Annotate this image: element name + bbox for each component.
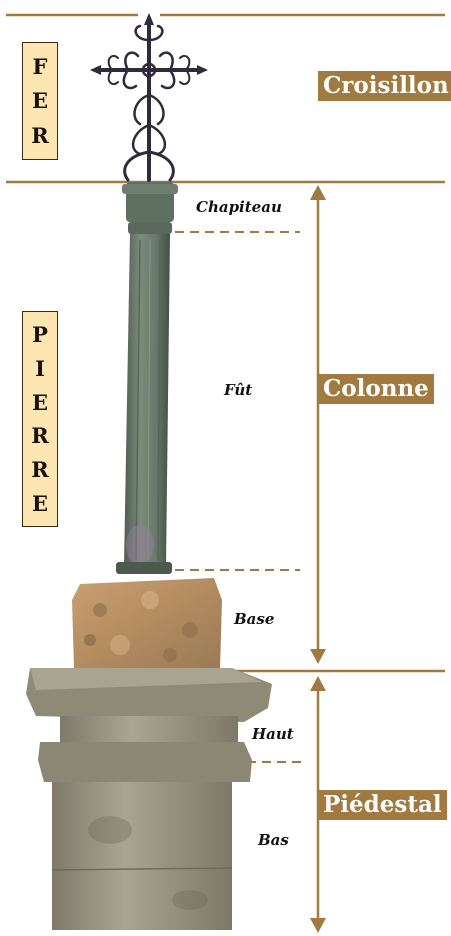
material-letter: R <box>31 425 48 446</box>
material-letter: P <box>32 324 48 345</box>
section-label-colonne: Colonne <box>318 374 434 404</box>
material-letter: R <box>31 459 48 480</box>
section-label-croisillon: Croisillon <box>318 71 451 101</box>
part-label-bas: Bas <box>258 833 289 848</box>
material-box-fer: F E R <box>22 42 58 160</box>
part-label-chapiteau: Chapiteau <box>196 200 282 215</box>
colonne-arrow <box>310 185 326 664</box>
material-letter: E <box>32 392 48 413</box>
column-base-illustration <box>72 578 222 668</box>
material-letter: F <box>33 56 48 77</box>
material-letter: E <box>32 493 48 514</box>
part-label-haut: Haut <box>252 727 294 742</box>
section-label-piedestal: Piédestal <box>318 790 447 820</box>
iron-cross-illustration <box>90 13 208 180</box>
stone-column-illustration <box>116 182 178 574</box>
part-label-base: Base <box>234 612 274 627</box>
material-letter: R <box>31 125 48 146</box>
material-box-pierre: P I E R R E <box>22 311 58 527</box>
part-label-fut: Fût <box>224 383 252 398</box>
material-letter: I <box>35 358 45 379</box>
material-letter: E <box>32 90 48 111</box>
pedestal-illustration <box>26 668 272 930</box>
